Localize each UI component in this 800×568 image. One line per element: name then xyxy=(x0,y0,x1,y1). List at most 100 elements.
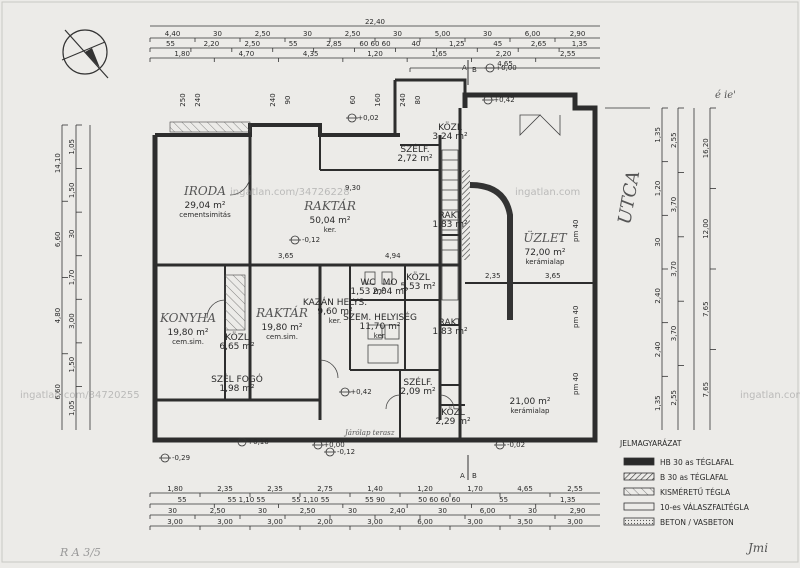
room-area-rakt1: 1,83 m² xyxy=(432,220,468,230)
level-value-0: +0,00 xyxy=(495,64,516,72)
dim-bot-r3-7: 6,00 xyxy=(480,507,496,515)
dim-left-inner-4: 3,00 xyxy=(68,313,76,329)
room-area-rakt2: 1,83 m² xyxy=(432,327,468,337)
room-floor-kazan: ker. xyxy=(329,317,342,325)
dim-top-r3-5: 2,20 xyxy=(496,50,512,58)
dimension-lines-bottom xyxy=(150,492,600,527)
dim-top-r3-0: 1,80 xyxy=(174,50,190,58)
dim-left-outer-0: 14,10 xyxy=(54,153,62,173)
section-a-bottom: A xyxy=(460,472,465,480)
dim-left-inner-0: 1,05 xyxy=(68,139,76,155)
room-name-szelf1: SZÉLF. xyxy=(400,143,429,155)
room-floor-uzlet2: kerámialap xyxy=(510,407,550,415)
legend-swatch-0 xyxy=(623,457,655,466)
legend-label-0: HB 30 as TÉGLAFAL xyxy=(660,458,734,467)
dim-bot-r3-9: 2,90 xyxy=(570,507,586,515)
room-name-kozl3: KÖZL xyxy=(225,332,249,343)
dim-right-inner-1: 3,70 xyxy=(670,197,678,213)
dim-top-r2-9: 2,65 xyxy=(531,40,547,48)
room-area-raktar-mid: 19,80 m² xyxy=(261,323,302,333)
room-floor-raktar-top: ker. xyxy=(324,226,337,234)
dim-inner-365a: 3,65 xyxy=(278,252,294,260)
dim-top-r2-7: 1,25 xyxy=(449,40,465,48)
dim-inner-930: 9,30 xyxy=(345,184,361,192)
room-floor-uzlet: kerámialap xyxy=(525,258,565,266)
legend-label-2: KISMÉRETŰ TÉGLA xyxy=(660,488,731,497)
room-floor-konyha: cem.sim. xyxy=(172,338,204,346)
dim-top-r1-8: 6,00 xyxy=(525,30,541,38)
room-area-szelf2: 1,98 m² xyxy=(219,384,255,394)
walls xyxy=(152,78,598,443)
legend-swatch-1 xyxy=(623,472,655,481)
room-area-konyha: 19,80 m² xyxy=(167,328,208,338)
dim-top-r3-2: 4,35 xyxy=(303,50,319,58)
dim-top-r4-0: 4,65 xyxy=(497,60,513,68)
dim-pm40-a: pm 40 xyxy=(572,220,580,242)
room-floor-szem: ker. xyxy=(374,332,387,340)
room-area-wc: 1,53 m² xyxy=(350,287,386,297)
dim-top-r2-10: 1,35 xyxy=(572,40,588,48)
dim-left-inner-5: 1,50 xyxy=(68,357,76,373)
dim-top-r3-6: 2,55 xyxy=(560,50,576,58)
dim-top-r3-3: 1,20 xyxy=(367,50,383,58)
dim-bot-r4-5: 6,00 xyxy=(417,518,433,526)
dim-bot-r1-1: 2,35 xyxy=(217,485,233,493)
room-floor-iroda: cementsimitás xyxy=(179,211,231,219)
dim-bot-r4-1: 3,00 xyxy=(217,518,233,526)
dim-mid-1: 240 xyxy=(194,93,202,106)
dim-bot-r4-4: 3,00 xyxy=(367,518,383,526)
terrace-label: Járólap terasz xyxy=(343,429,395,437)
dim-right-outer-3: 7,65 xyxy=(702,382,710,398)
dim-bot-r3-6: 30 xyxy=(438,507,447,515)
legend-label-1: B 30 as TÉGLAFAL xyxy=(660,473,729,482)
room-name-szelf2: SZÉL FOGÓ xyxy=(211,373,263,385)
dim-bot-r4-6: 3,00 xyxy=(467,518,483,526)
north-arrow-icon xyxy=(61,29,109,79)
dim-mid-4: 60 xyxy=(349,96,357,105)
legend-swatch-3 xyxy=(623,502,655,511)
dim-mid-3: 90 xyxy=(284,96,292,105)
dim-left-inner-1: 1,50 xyxy=(68,183,76,199)
dim-top-r1-5: 30 xyxy=(393,30,402,38)
dim-bot-r1-4: 1,40 xyxy=(367,485,383,493)
room-area-uzlet2: 21,00 m² xyxy=(509,397,550,407)
dim-inner-365b: 3,65 xyxy=(545,272,561,280)
stair-hatch xyxy=(224,274,246,331)
room-name-uzlet: ÜZLET xyxy=(523,229,567,245)
room-area-szem: 11,70 m² xyxy=(359,322,400,332)
dim-top-r2-8: 45 xyxy=(493,40,502,48)
room-name-konyha: KONYHA xyxy=(159,311,216,325)
dim-chain-left-outer: 14,106,604,806,60 xyxy=(54,124,68,400)
dim-bot-r3-0: 30 xyxy=(168,507,177,515)
legend-label-3: 10-es VÁLASZFALTÉGLA xyxy=(660,503,750,512)
dim-right-col-4: 2,40 xyxy=(654,342,662,358)
room-name-raktar-mid: RAKTÁR xyxy=(255,305,308,320)
dim-left-outer-1: 6,60 xyxy=(54,232,62,248)
dim-top-r1-4: 2,50 xyxy=(345,30,361,38)
dim-mid-2: 240 xyxy=(269,93,277,106)
dim-bot-r1-2: 2,35 xyxy=(267,485,283,493)
legend-swatch-4 xyxy=(623,517,655,526)
room-name-wc: WC xyxy=(360,278,375,288)
dim-right-outer-2: 7,65 xyxy=(702,301,710,317)
dim-chain-right-inner: 2,553,703,703,702,55 xyxy=(670,107,684,406)
street-label: UTCA xyxy=(614,169,644,226)
dim-bot-r2-3: 55 90 xyxy=(365,496,385,504)
dim-bot-r3-3: 2,50 xyxy=(300,507,316,515)
room-name-kozl1: KÖZL xyxy=(438,122,462,133)
signature: Jmi xyxy=(745,541,768,555)
watermark-3: ingatlan.com/34720255 xyxy=(20,390,140,401)
room-area-kozl2: 5,53 m² xyxy=(400,282,436,292)
dim-right-outer-0: 16,20 xyxy=(702,138,710,158)
dim-mid-7: 80 xyxy=(414,96,422,105)
dim-bot-r3-4: 30 xyxy=(348,507,357,515)
dim-bot-r1-3: 2,75 xyxy=(317,485,333,493)
